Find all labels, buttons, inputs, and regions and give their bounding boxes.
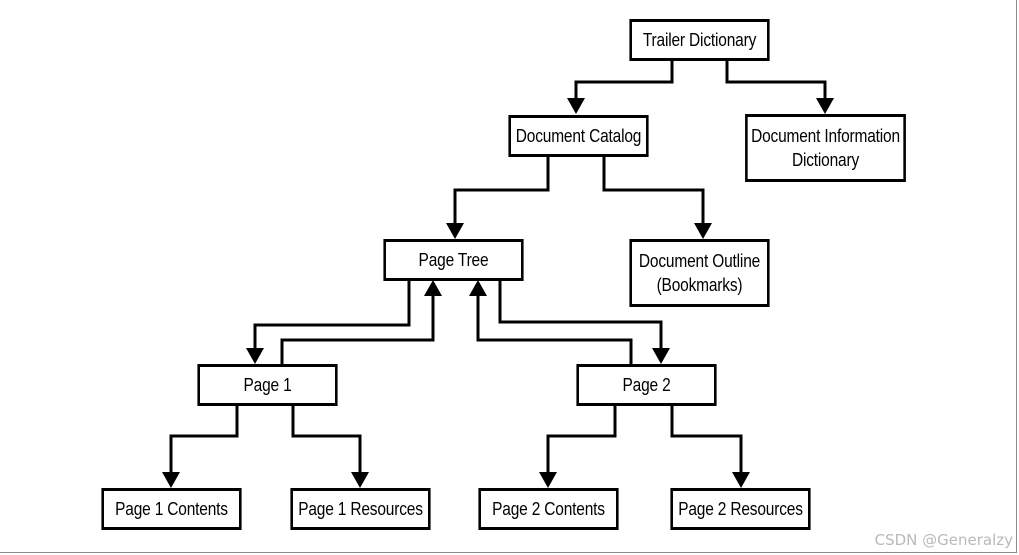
arrowhead-page2 [652,348,670,364]
node-page-1-contents-label: Page 1 Contents [115,499,228,519]
node-page-2-resources-label: Page 2 Resources [678,499,803,519]
node-document-catalog-label: Document Catalog [515,126,642,146]
edge-page1-to-contents [169,404,239,478]
node-page-1: Page 1 [197,364,338,406]
edge-page2-to-contents [546,404,617,478]
arrowhead-pagetree [446,223,464,239]
arrowhead-outline [694,223,712,239]
arrowhead-page1-resources [351,472,369,488]
node-page-1-label: Page 1 [243,375,292,395]
arrowhead-page1 [246,348,264,364]
edge-page2-to-pagetree [476,290,633,364]
watermark: CSDN @Generalzy [874,531,1013,549]
arrowhead-info [816,98,834,114]
node-trailer-dictionary-label: Trailer Dictionary [642,30,757,50]
edge-pagetree-to-page1 [253,281,411,354]
edge-catalog-to-pagetree [453,157,550,229]
node-page-tree-label: Page Tree [418,250,489,270]
node-document-outline: Document Outline (Bookmarks) [629,239,770,307]
arrowhead-pagetree-from-page2 [469,280,487,296]
arrowhead-pagetree-from-page1 [424,280,442,296]
node-page-2-contents-label: Page 2 Contents [492,499,605,519]
edge-pagetree-to-page2 [498,281,663,354]
node-page-1-contents: Page 1 Contents [101,488,242,530]
edge-trailer-to-catalog [574,60,674,104]
edge-page1-to-pagetree [280,290,435,364]
node-page-2-contents: Page 2 Contents [478,488,619,530]
node-document-information-dictionary: Document Information Dictionary [745,114,906,182]
edge-trailer-to-info [725,60,827,104]
edge-catalog-to-outline [602,157,705,229]
arrowhead-page1-contents [162,472,180,488]
node-page-tree: Page Tree [383,239,524,281]
arrowhead-catalog [567,98,585,114]
node-document-information-dictionary-label: Document Information Dictionary [751,126,900,170]
node-trailer-dictionary: Trailer Dictionary [629,19,770,61]
node-page-1-resources: Page 1 Resources [290,488,431,530]
node-document-outline-label: Document Outline (Bookmarks) [638,251,761,295]
node-document-catalog: Document Catalog [508,115,649,157]
node-page-2: Page 2 [576,364,717,406]
arrowhead-page2-contents [539,472,557,488]
node-page-2-label: Page 2 [622,375,671,395]
edge-page2-to-resources [670,404,743,478]
arrowhead-page2-resources [732,472,750,488]
node-page-1-resources-label: Page 1 Resources [298,499,423,519]
edge-page1-to-resources [291,404,362,478]
node-page-2-resources: Page 2 Resources [670,488,811,530]
